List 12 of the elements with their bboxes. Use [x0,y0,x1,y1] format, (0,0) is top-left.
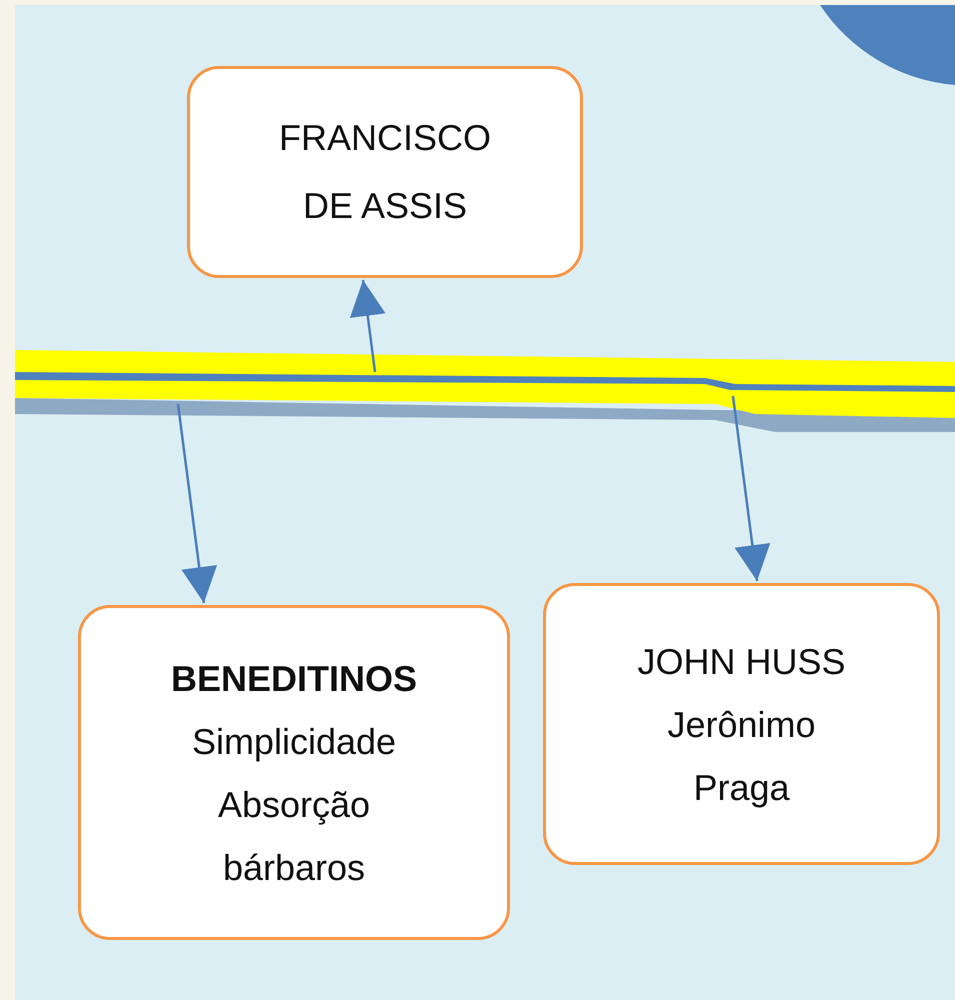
box-heading: BENEDITINOS [170,656,418,700]
text-box [78,605,510,940]
text-box [187,66,583,278]
box-text: Jerônimo [667,702,816,746]
arrow [176,404,218,604]
box-text: FRANCISCO DE ASSIS [278,116,492,228]
box-text: Praga [693,766,790,810]
box-text: Absorção bárbaros [216,782,372,890]
box-text: Simplicidade [192,720,396,764]
box-heading: JOHN HUSS [637,640,846,684]
arrow [350,280,386,372]
text-box [543,583,940,865]
